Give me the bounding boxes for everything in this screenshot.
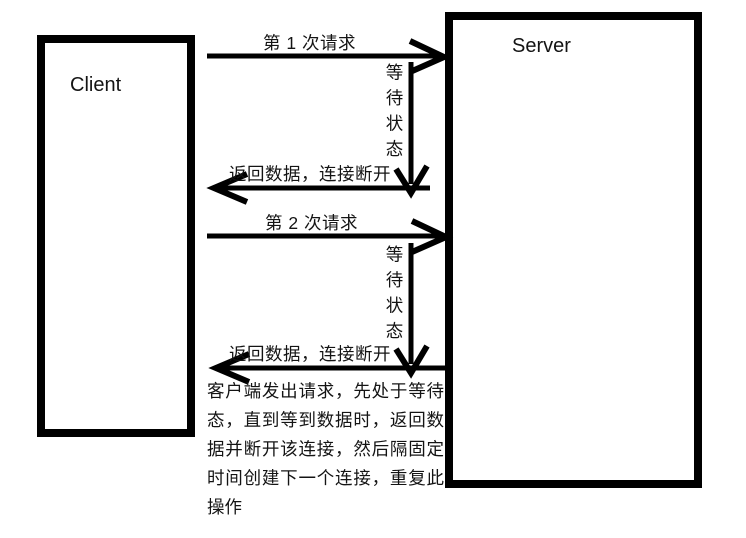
wait2-arrow bbox=[393, 243, 430, 379]
request1-label: 第 1 次请求 bbox=[263, 33, 356, 53]
server-box bbox=[445, 12, 702, 488]
return1-label: 返回数据，连接断开 bbox=[229, 164, 391, 184]
return2-label: 返回数据，连接断开 bbox=[229, 344, 391, 364]
request1-arrow bbox=[207, 38, 452, 75]
wait1-label: 等待状态 bbox=[384, 63, 404, 165]
request2-arrow bbox=[207, 218, 454, 255]
return1-arrow bbox=[206, 171, 430, 205]
server-label: Server bbox=[512, 35, 571, 57]
return2-arrow bbox=[208, 351, 446, 385]
client-label: Client bbox=[70, 74, 122, 96]
wait1-arrow bbox=[393, 62, 430, 199]
client-box bbox=[37, 35, 195, 437]
request2-label: 第 2 次请求 bbox=[265, 213, 358, 233]
wait2-label: 等待状态 bbox=[384, 245, 404, 347]
polling-description: 客户端发出请求，先处于等待态，直到等到数据时，返回数据并断开该连接，然后隔固定时… bbox=[207, 381, 444, 517]
